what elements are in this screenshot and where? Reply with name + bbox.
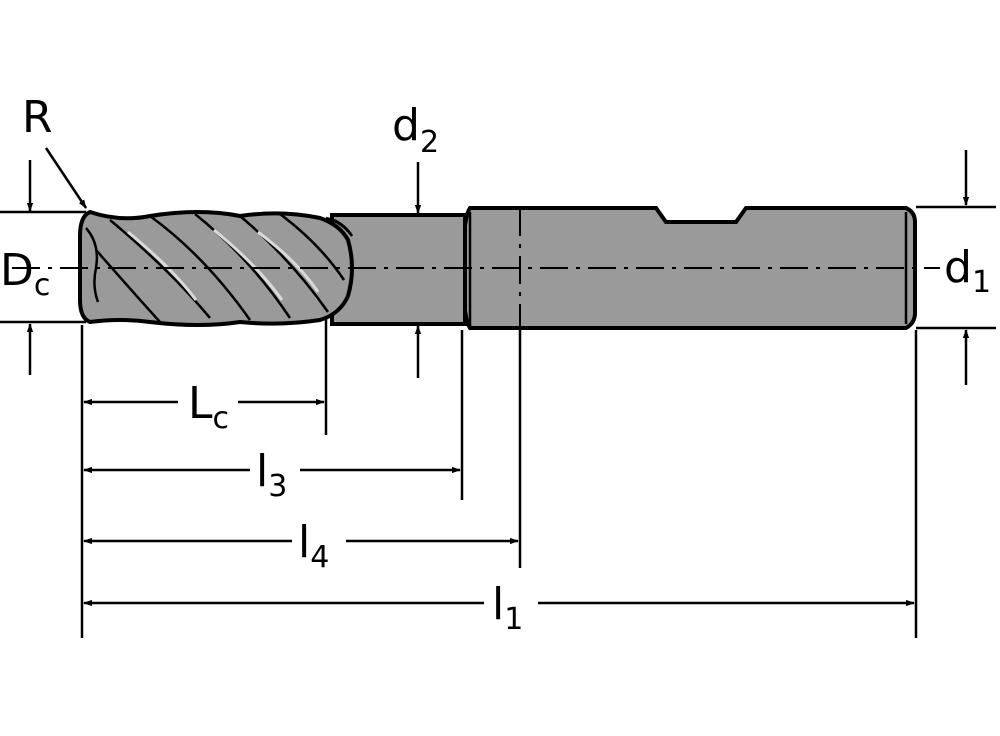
r-leader-arrow (44, 147, 88, 209)
label-lc: Lc (188, 378, 229, 436)
neck-groove (325, 216, 354, 237)
label-d1: d1 (944, 242, 991, 300)
label-l1: l1 (492, 579, 523, 637)
label-l3: l3 (256, 446, 287, 504)
extension-lines (0, 205, 996, 638)
label-d2: d2 (392, 100, 439, 160)
helix-flutes (85, 213, 346, 323)
label-dc: Dc (0, 245, 50, 303)
label-r: R (22, 92, 53, 143)
label-l4: l4 (298, 517, 329, 575)
